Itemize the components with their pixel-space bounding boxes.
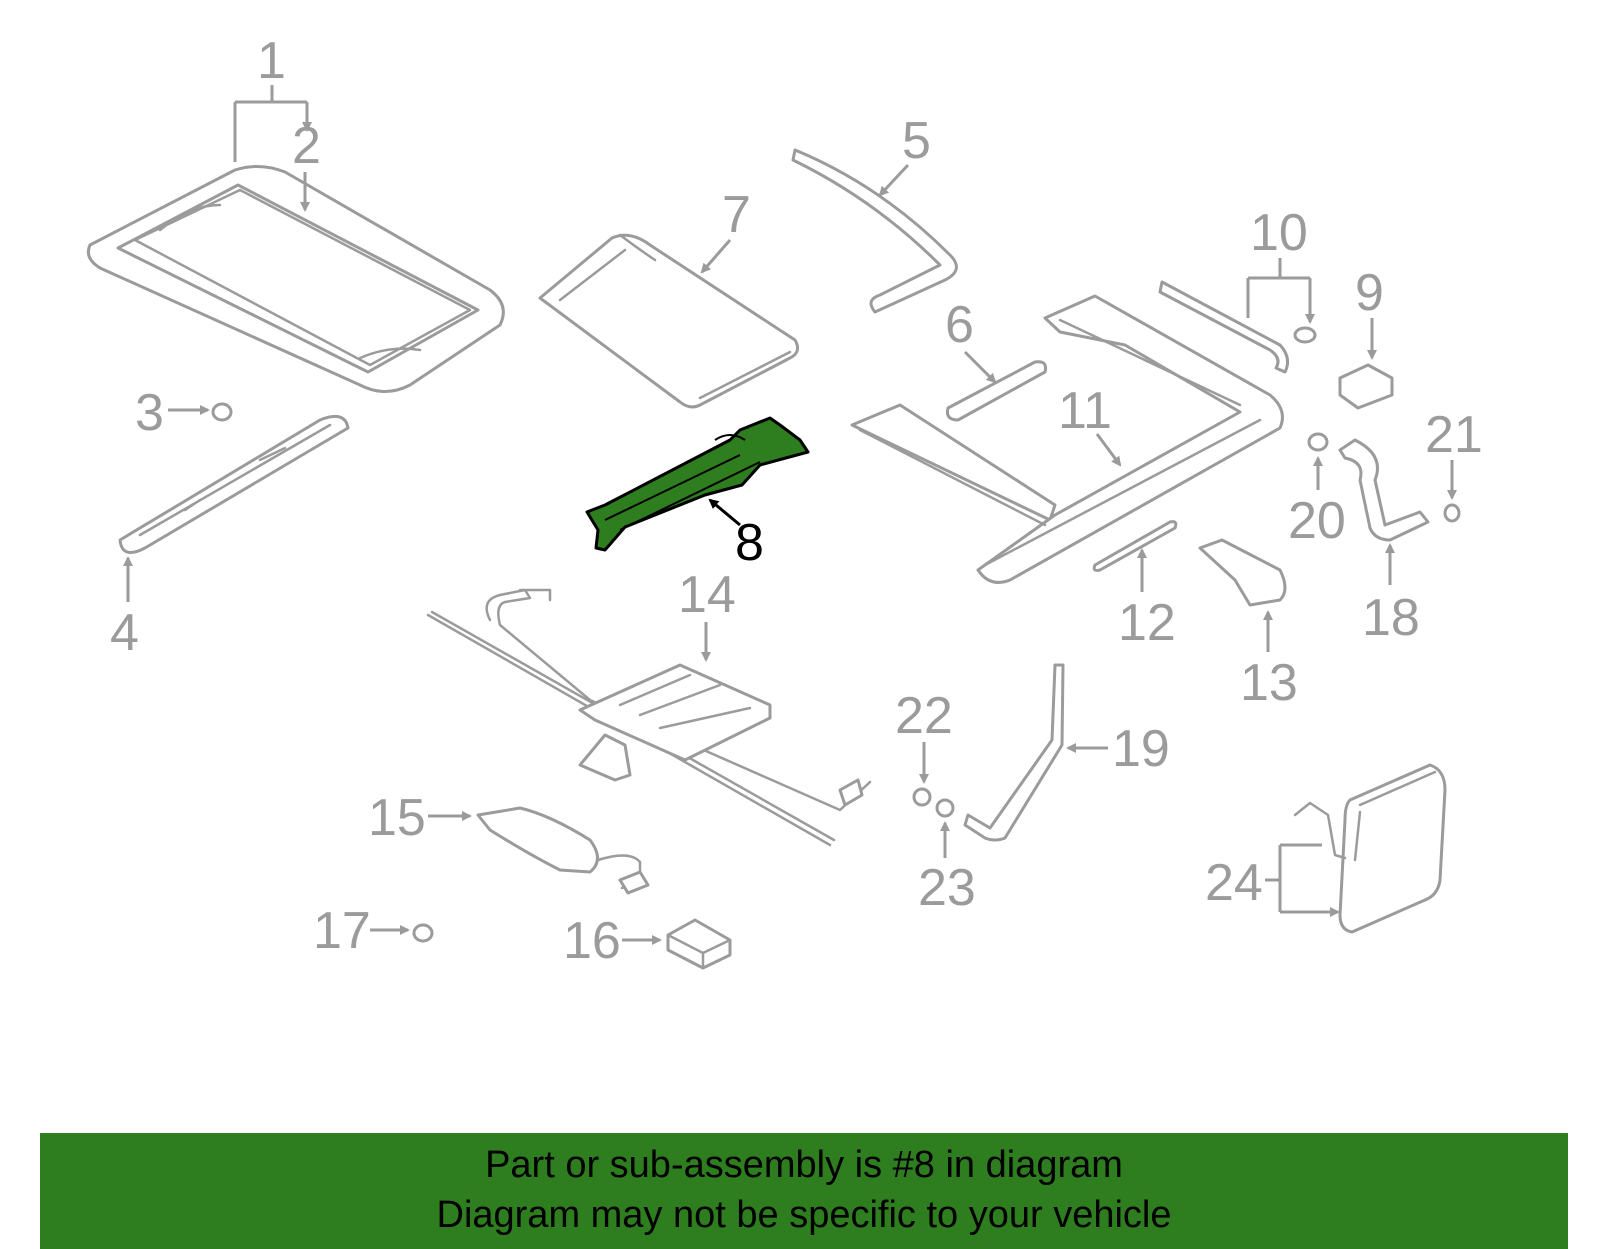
callout-7: 7 [700,186,751,274]
callout-3: 3 [135,384,210,442]
info-banner: Part or sub-assembly is #8 in diagram Di… [40,1133,1568,1249]
callout-17: 17 [313,902,410,960]
callout-label-5: 5 [902,112,931,170]
callout-21: 21 [1425,406,1483,500]
callout-label-23: 23 [918,859,976,917]
part-18-hose [1338,438,1430,542]
callout-9: 9 [1355,264,1384,360]
part-10-drain-tube [1158,280,1317,374]
callout-label-7: 7 [722,186,751,244]
part-24-panel [1293,763,1447,934]
callout-18: 18 [1362,543,1420,647]
callout-19: 19 [1066,720,1170,778]
callout-1: 1 [233,32,307,162]
part-5-seal [791,148,958,314]
part-23-plug [935,798,955,818]
callout-label-3: 3 [135,384,164,442]
callout-8: 8 [708,498,764,572]
callout-label-21: 21 [1425,406,1483,464]
part-14-cable-assembly [426,588,872,847]
part-19-hose [963,663,1065,842]
banner-line-disclaimer: Diagram may not be specific to your vehi… [436,1194,1172,1236]
callout-label-1: 1 [257,32,286,90]
callout-label-16: 16 [563,912,621,970]
part-12-small-rail [1092,520,1178,572]
part-22-plug [912,787,932,807]
callout-4: 4 [110,556,139,662]
callout-6: 6 [945,296,997,384]
callout-label-13: 13 [1240,654,1298,712]
callout-label-9: 9 [1355,264,1384,322]
callout-label-17: 17 [313,902,371,960]
callout-label-11: 11 [1058,382,1112,440]
callout-label-6: 6 [945,296,974,354]
callout-15: 15 [368,789,472,847]
callout-label-19: 19 [1112,720,1170,778]
callout-2: 2 [292,117,321,212]
part-16-block [666,918,732,970]
part-11-frame [850,294,1284,584]
callout-label-18: 18 [1362,589,1420,647]
callout-11: 11 [1058,382,1122,467]
part-7-sunshade [538,233,800,409]
callout-label-14: 14 [678,566,736,624]
callout-5: 5 [878,112,931,197]
part-4-deflector [118,414,350,554]
callout-label-15: 15 [368,789,426,847]
part-15-motor [476,806,650,895]
callout-label-2: 2 [292,117,321,175]
parts-diagram: 1 2 3 4 5 7 6 [86,32,1483,970]
callout-20: 20 [1288,456,1346,550]
part-9-connector [1338,363,1394,410]
part-20-plug [1307,432,1329,452]
part-17-plug [412,923,434,943]
callout-label-24: 24 [1205,854,1263,912]
callout-24: 24 [1205,843,1338,912]
banner-line-part: Part or sub-assembly is #8 in diagram [485,1144,1123,1186]
callout-12: 12 [1118,548,1176,652]
callout-14: 14 [678,566,736,662]
callout-22: 22 [895,687,953,784]
part-3-clip [211,402,233,422]
part-13-bracket [1198,538,1287,607]
part-8-guide-rail [585,416,810,552]
callout-label-12: 12 [1118,594,1176,652]
callout-23: 23 [918,821,976,917]
callout-label-22: 22 [895,687,953,745]
callout-16: 16 [563,912,662,970]
callout-label-20: 20 [1288,492,1346,550]
callout-10: 10 [1246,204,1310,322]
callout-label-10: 10 [1250,204,1308,262]
part-21-plug [1443,503,1461,523]
callout-label-4: 4 [110,604,139,662]
part-6-bracket [946,360,1047,422]
callout-13: 13 [1240,610,1298,712]
part-1-glass-frame [86,165,505,393]
